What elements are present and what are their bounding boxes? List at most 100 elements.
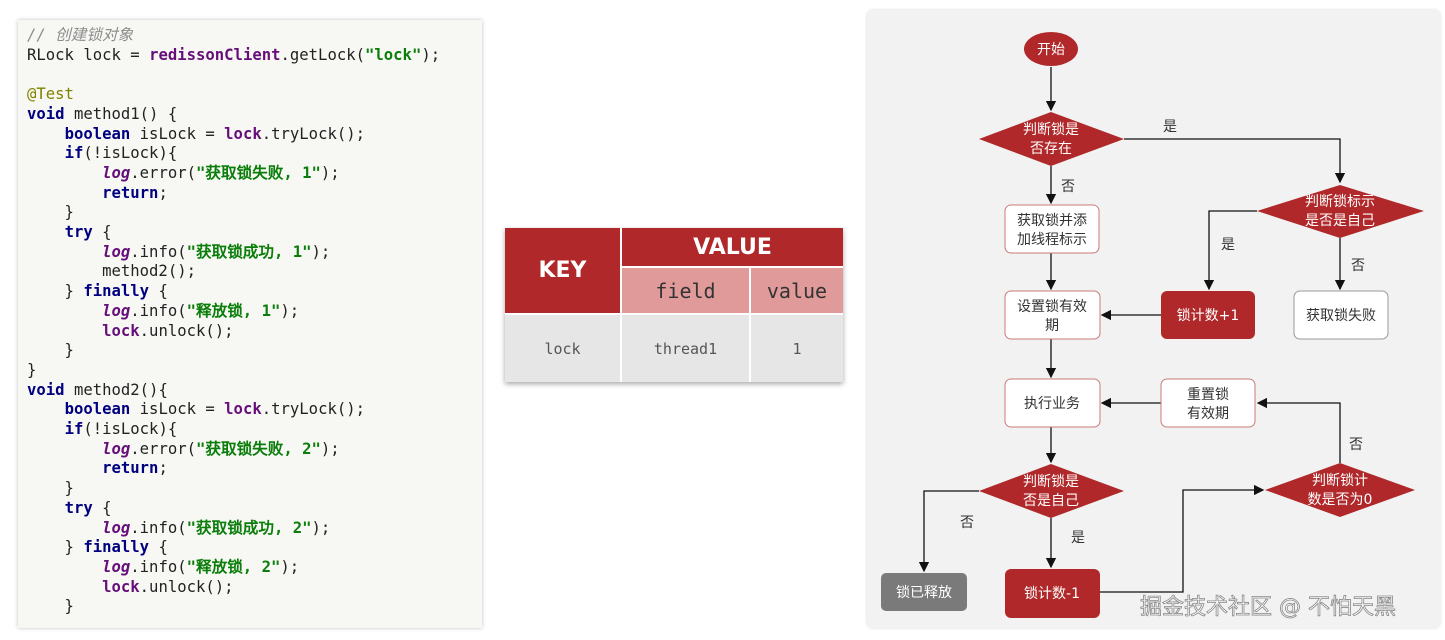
code-token: ); <box>311 242 331 261</box>
code-token: log <box>102 557 131 576</box>
process-label: 执行业务 <box>1024 396 1080 412</box>
code-line: if(!isLock){ <box>27 144 178 164</box>
code-token: ); <box>280 301 300 320</box>
code-line: } <box>27 341 74 361</box>
label-no: 否 <box>1061 179 1075 195</box>
code-line: } finally { <box>27 538 168 558</box>
decision-label: 判断锁是 <box>1023 122 1079 138</box>
code-line: RLock lock = redissonClient.getLock("loc… <box>27 46 440 66</box>
code-line: try { <box>27 499 112 519</box>
process-label: 加线程标示 <box>1017 232 1087 248</box>
code-line: method2(); <box>27 262 196 282</box>
code-line: log.info("释放锁, 1"); <box>27 302 299 322</box>
code-line: void method1() { <box>27 105 177 125</box>
decision-lock-exists <box>979 112 1124 166</box>
process-reset-expire <box>1160 378 1256 428</box>
process-set-expire <box>1004 290 1101 340</box>
code-token: } <box>27 360 37 379</box>
process-label: 获取锁并添 <box>1017 213 1087 229</box>
code-token: lock <box>224 400 262 419</box>
code-line: if(!isLock){ <box>27 420 178 440</box>
code-token: "获取锁失败, 1" <box>196 163 321 182</box>
decision-label: 数是否为0 <box>1308 492 1373 508</box>
code-token: .tryLock(); <box>261 124 366 143</box>
label-no: 否 <box>1351 258 1365 274</box>
key-header: KEY <box>505 228 620 313</box>
code-line: log.error("获取锁失败, 1"); <box>27 164 340 184</box>
code-token: "获取锁成功, 2" <box>186 518 312 537</box>
process-label: 锁计数+1 <box>1177 308 1240 324</box>
code-line: } finally { <box>27 282 168 302</box>
process-label: 设置锁有效 <box>1017 299 1087 315</box>
redis-hash-table: KEY VALUE field value lock thread1 1 <box>505 228 843 382</box>
code-line: boolean isLock = lock.tryLock(); <box>27 125 365 145</box>
code-token: } <box>27 538 84 557</box>
code-line: return; <box>27 184 168 204</box>
label-yes: 是 <box>1163 119 1177 135</box>
process-released <box>881 573 967 611</box>
code-token: log <box>102 301 131 320</box>
decision-label: 判断锁计 <box>1312 473 1368 489</box>
code-token: ); <box>311 518 331 537</box>
code-token: .getLock( <box>280 45 366 64</box>
code-token: if <box>64 420 84 438</box>
label-yes: 是 <box>1221 237 1235 253</box>
arrow-d4-reset <box>1256 397 1341 463</box>
code-token: RLock lock = <box>27 45 150 64</box>
field-header: field <box>622 268 749 313</box>
code-token: finally <box>83 538 150 557</box>
code-token: .error( <box>130 439 196 458</box>
code-token: log <box>102 163 131 182</box>
code-token: ); <box>320 163 340 182</box>
process-label: 重置锁 <box>1187 387 1229 403</box>
code-token: lock <box>102 577 140 596</box>
code-token: .info( <box>130 301 187 320</box>
process-count-minus <box>1005 569 1100 618</box>
code-token: lock <box>102 321 140 340</box>
code-line: log.info("获取锁成功, 1"); <box>27 243 330 263</box>
code-token: log <box>102 518 131 537</box>
code-line: return; <box>27 459 168 479</box>
code-token: return <box>102 459 159 478</box>
code-token: .info( <box>130 242 187 261</box>
code-token: // 创建锁对象 <box>27 26 134 44</box>
code-token: "lock" <box>365 45 422 64</box>
code-token: redissonClient <box>149 45 281 64</box>
code-token: (!isLock){ <box>83 420 178 438</box>
decision-label: 否存在 <box>1030 141 1072 157</box>
watermark: 掘金技术社区 @ 不怕天黑 <box>1140 595 1396 620</box>
code-token: ); <box>320 439 340 458</box>
code-token: { <box>149 282 168 301</box>
code-token: } <box>27 203 74 222</box>
connectors <box>918 67 1346 593</box>
code-token: } <box>27 597 74 616</box>
decision-count-zero <box>1265 463 1415 517</box>
code-token: ; <box>158 459 168 478</box>
process-count-plus <box>1161 291 1255 339</box>
code-token: void <box>27 380 65 399</box>
decision-label: 判断锁标示 <box>1305 194 1375 210</box>
code-token: } <box>27 282 84 301</box>
code-line: // 创建锁对象 <box>27 26 133 46</box>
code-token: .unlock(); <box>139 321 234 340</box>
label-no: 否 <box>1349 437 1363 453</box>
code-token: ); <box>280 557 300 576</box>
code-token: { <box>92 223 112 241</box>
code-token: finally <box>83 282 150 301</box>
code-token: (!isLock){ <box>83 144 178 163</box>
process-label: 期 <box>1045 318 1059 334</box>
code-token: isLock = <box>130 400 225 419</box>
code-token: log <box>102 242 131 261</box>
code-token: { <box>149 538 168 557</box>
code-token: if <box>64 144 84 163</box>
code-token: method2(); <box>27 262 196 281</box>
code-line: } <box>27 203 74 223</box>
code-token: .info( <box>130 518 187 537</box>
code-token: { <box>92 498 112 517</box>
code-line: lock.unlock(); <box>27 577 233 598</box>
process-label: 锁计数-1 <box>1024 586 1080 602</box>
code-token: .info( <box>130 557 187 576</box>
code-token: .tryLock(); <box>261 400 366 419</box>
code-token: @Test <box>27 85 74 104</box>
value-header: VALUE <box>622 228 843 266</box>
